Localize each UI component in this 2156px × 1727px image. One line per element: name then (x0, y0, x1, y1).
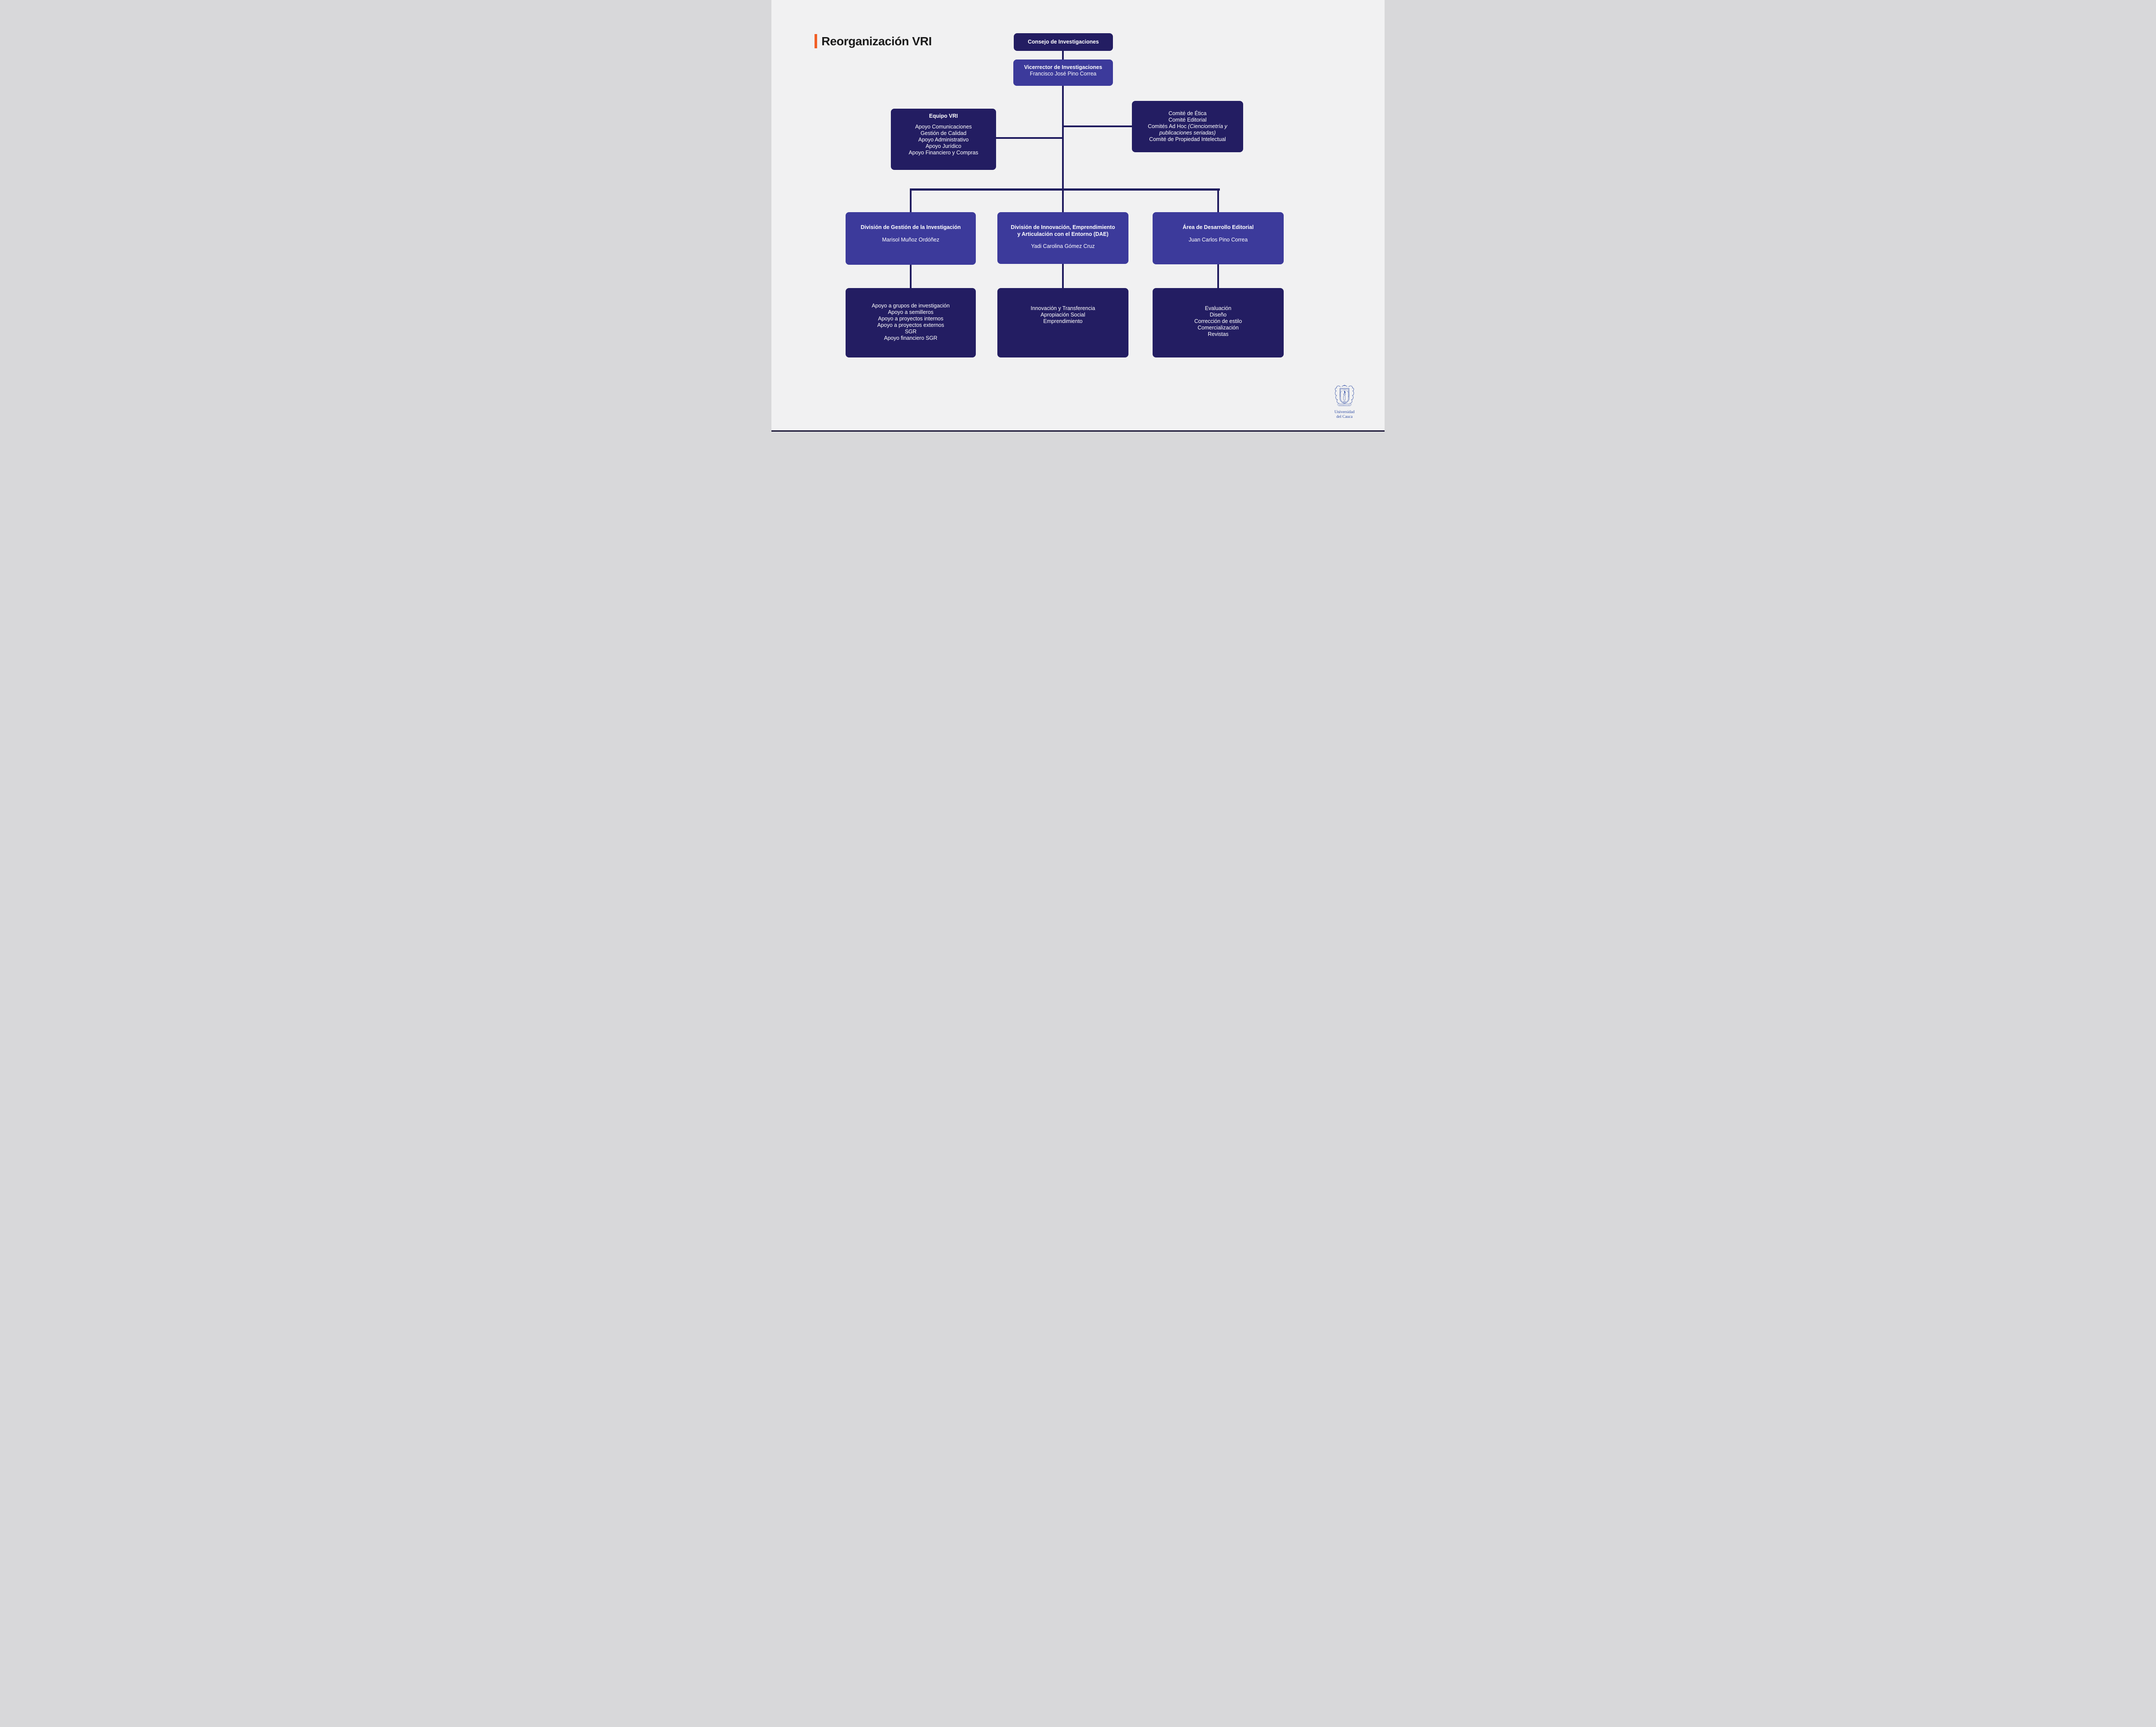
division-title: División de Innovación, Emprendimiento y… (1011, 224, 1115, 237)
division-unit-item: Comercialización (1197, 325, 1239, 331)
org-chart-canvas: Reorganización VRI Consejo de Investigac… (771, 0, 1385, 432)
page-title: Reorganización VRI (821, 34, 932, 48)
connector-vicerrector-trunk (1062, 85, 1064, 212)
division-unit-item: Emprendimiento (1043, 318, 1083, 324)
title-accent-bar (815, 34, 817, 48)
division-unit-item: Apropiación Social (1040, 312, 1085, 318)
connector-equipo-vri (995, 137, 1064, 139)
division-unit-item: Apoyo a proyectos internos (878, 316, 943, 322)
page-title-row: Reorganización VRI (815, 34, 932, 48)
comites-item: Comité de Propiedad Intelectual (1148, 136, 1227, 143)
connector-drop-right (1217, 188, 1219, 212)
equipo-vri-item: Gestión de Calidad (920, 130, 967, 136)
university-name: Universidad del Cauca (1332, 410, 1357, 420)
consejo-label: Consejo de Investigaciones (1028, 39, 1099, 45)
division-unit-item: Apoyo financiero SGR (884, 335, 937, 341)
division-unit-item: Apoyo a grupos de investigación (871, 303, 950, 309)
division-head-name: Yadi Carolina Gómez Cruz (1031, 243, 1095, 249)
division-unit-item: Innovación y Transferencia (1031, 305, 1095, 311)
university-logo: POSTERIS LVMEN MORITVRVS EDAT 1827 UNIVE… (1332, 385, 1357, 420)
division-unit-item: Apoyo a proyectos externos (877, 322, 944, 328)
comites-item-italic-text: publicaciones seriadas) (1159, 130, 1216, 136)
comites-item-text: Comité de Ética (1168, 110, 1207, 116)
vicerrector-title: Vicerrector de Investigaciones (1024, 64, 1103, 70)
university-name-line1: Universidad (1334, 410, 1355, 414)
connector-division3-units (1217, 263, 1219, 289)
equipo-vri-item: Apoyo Comunicaciones (915, 124, 972, 130)
division-unit-item: Evaluación (1205, 305, 1232, 311)
equipo-vri-item: Apoyo Jurídico (925, 143, 962, 149)
vicerrector-name: Francisco José Pino Correa (1030, 71, 1097, 77)
division-head-name: Marisol Muñoz Ordóñez (882, 236, 940, 243)
connector-division2-units (1062, 263, 1064, 289)
comites-item-text: Comités Ad Hoc (1147, 123, 1188, 129)
division-unit-item: Apoyo a semilleros (888, 309, 934, 315)
footer-bar (771, 430, 1385, 432)
comites-item: Comités Ad Hoc (Cienciometría y (1148, 123, 1227, 130)
division-unit-item: Corrección de estilo (1194, 318, 1242, 324)
equipo-vri-item: Apoyo Administrativo (918, 137, 969, 143)
connector-division1-units (910, 264, 912, 289)
division-title: Área de Desarrollo Editorial (1182, 224, 1254, 230)
vicerrector-box: Vicerrector de Investigaciones Francisco… (1013, 60, 1113, 86)
crest-banner: UNIVERSIDAD DEL CAUCA (1339, 404, 1351, 406)
division-unit-item: Revistas (1208, 331, 1228, 337)
connector-consejo-vicerrector (1062, 50, 1064, 60)
comites-item-text: Comité de Propiedad Intelectual (1149, 136, 1226, 142)
comites-item: Comité de Ética (1148, 110, 1227, 117)
comites-item: publicaciones seriadas) (1148, 130, 1227, 136)
connector-comites (1063, 125, 1133, 127)
equipo-vri-title: Equipo VRI (929, 113, 958, 119)
connector-distribution (910, 188, 1220, 191)
division-unit-item: Diseño (1210, 312, 1227, 318)
comites-item-italic-text: (Cienciometría y (1188, 123, 1228, 129)
comites-item-text: Comité Editorial (1168, 117, 1207, 123)
division-title: División de Gestión de la Investigación (860, 224, 961, 230)
university-name-line2: del Cauca (1336, 415, 1353, 419)
crest-year: 1827 (1343, 401, 1346, 402)
connector-drop-left (910, 188, 912, 212)
consejo-box: Consejo de Investigaciones (1014, 33, 1113, 51)
university-crest-icon: POSTERIS LVMEN MORITVRVS EDAT 1827 UNIVE… (1334, 385, 1354, 406)
division-head-name: Juan Carlos Pino Correa (1188, 236, 1248, 243)
comites-item: Comité Editorial (1148, 117, 1227, 123)
division-box-2: División de Innovación, Emprendimiento y… (997, 212, 1128, 264)
division-unit-item: SGR (905, 329, 917, 335)
equipo-vri-item: Apoyo Financiero y Compras (909, 150, 978, 156)
